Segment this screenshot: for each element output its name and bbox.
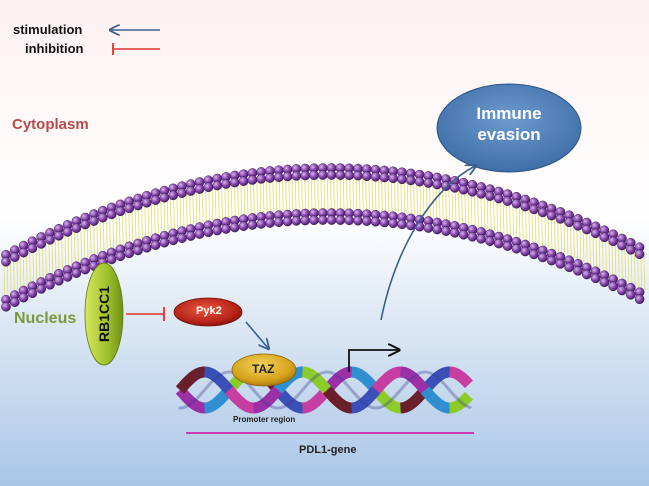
membrane-bead — [564, 262, 575, 273]
membrane-bead — [590, 228, 601, 239]
membrane-bead — [520, 246, 531, 257]
membrane-bead — [634, 294, 645, 305]
taz-node — [231, 353, 297, 387]
rb1cc1-inhibits-pyk2 — [126, 307, 165, 321]
membrane-bead — [133, 245, 143, 256]
membrane-bead — [62, 227, 73, 237]
membrane-bead — [555, 259, 566, 269]
membrane-bead — [106, 254, 117, 265]
membrane-bead — [80, 264, 90, 275]
membrane-bead — [485, 191, 495, 201]
membrane-bead — [573, 266, 583, 276]
immune-evasion-line1: Immune — [476, 104, 542, 123]
pyk2-label: Pyk2 — [196, 305, 222, 317]
membrane-bead — [626, 244, 636, 255]
membrane-bead — [124, 203, 134, 214]
membrane-bead — [159, 237, 170, 248]
legend-inhibition-symbol — [112, 43, 160, 55]
rb1cc1-label: RB1CC1 — [96, 285, 112, 343]
membrane-bead — [150, 240, 161, 250]
immune-evasion-line2: evasion — [477, 125, 541, 144]
membrane-bead — [115, 206, 126, 217]
membrane-bead — [617, 285, 627, 296]
legend-inhibition-label: inhibition — [25, 41, 84, 56]
membrane-bead — [54, 230, 64, 241]
membrane-bead — [626, 289, 636, 300]
cytoplasm-label: Cytoplasm — [12, 116, 89, 133]
membrane-bead — [159, 192, 170, 203]
membrane-bead — [511, 198, 522, 209]
membrane-bead — [582, 269, 592, 280]
membrane-bead — [80, 219, 90, 230]
membrane-bead — [502, 241, 513, 251]
nucleus-label: Nucleus — [14, 310, 77, 327]
membrane-bead — [538, 207, 548, 218]
membrane-bead — [511, 243, 522, 254]
membrane-bead — [133, 200, 143, 211]
membrane-bead — [493, 238, 504, 249]
membrane-bead — [529, 249, 539, 260]
membrane-bead — [520, 201, 531, 212]
membrane-bead — [529, 204, 539, 215]
transcription-start-arrow — [348, 350, 398, 372]
legend-stimulation-label: stimulation — [13, 22, 83, 37]
membrane-bead — [590, 273, 601, 284]
membrane-bead — [485, 236, 495, 246]
membrane-bead — [546, 255, 557, 266]
membrane-bead — [71, 268, 82, 278]
membrane-bead — [502, 196, 513, 206]
membrane-bead — [71, 223, 82, 233]
membrane-bead — [634, 249, 645, 260]
membrane-bead — [54, 275, 64, 286]
membrane-bead — [1, 301, 11, 312]
membrane-bead — [106, 209, 117, 220]
membrane-bead — [124, 248, 134, 259]
membrane-bead — [98, 212, 108, 223]
pyk2-node — [173, 297, 243, 327]
membrane-bead — [62, 272, 73, 282]
membrane-bead — [555, 214, 566, 224]
gene-to-immune-evasion-arrow — [380, 166, 475, 321]
membrane-bead — [599, 232, 610, 243]
immune-evasion-node — [436, 83, 582, 173]
membrane-bead — [45, 279, 55, 290]
membrane-bead — [141, 242, 152, 253]
membrane-bead — [538, 252, 548, 263]
membrane-bead — [10, 297, 20, 307]
membrane-bead — [10, 252, 20, 262]
membrane-bead — [617, 240, 627, 251]
membrane-bead — [45, 234, 55, 245]
membrane-bead — [564, 217, 575, 228]
membrane-bead — [546, 210, 557, 221]
taz-label: TAZ — [252, 362, 275, 376]
promoter-region-label: Promoter region — [233, 415, 296, 424]
membrane-bead — [608, 281, 619, 292]
membrane-bead — [573, 221, 583, 231]
membrane-bead — [1, 256, 11, 267]
membrane-bead — [608, 236, 619, 247]
membrane-bead — [599, 277, 610, 288]
pdl1-gene-label: PDL1-gene — [299, 444, 357, 456]
membrane-bead — [582, 224, 592, 235]
membrane-bead — [18, 292, 29, 303]
pyk2-to-taz-arrow — [245, 321, 268, 348]
membrane-bead — [36, 239, 47, 249]
rb1cc1-node — [84, 262, 124, 366]
membrane-bead — [141, 197, 152, 208]
membrane-bead — [493, 193, 504, 204]
membrane-bead — [150, 195, 161, 205]
membrane-bead — [115, 251, 126, 262]
immune-evasion-label: Immune evasion — [440, 103, 578, 145]
membrane-bead — [36, 284, 47, 294]
membrane-bead — [18, 247, 29, 258]
membrane-bead — [27, 288, 38, 298]
membrane-bead — [27, 243, 38, 253]
membrane-bead — [89, 216, 99, 226]
cell-membrane — [1, 163, 646, 312]
